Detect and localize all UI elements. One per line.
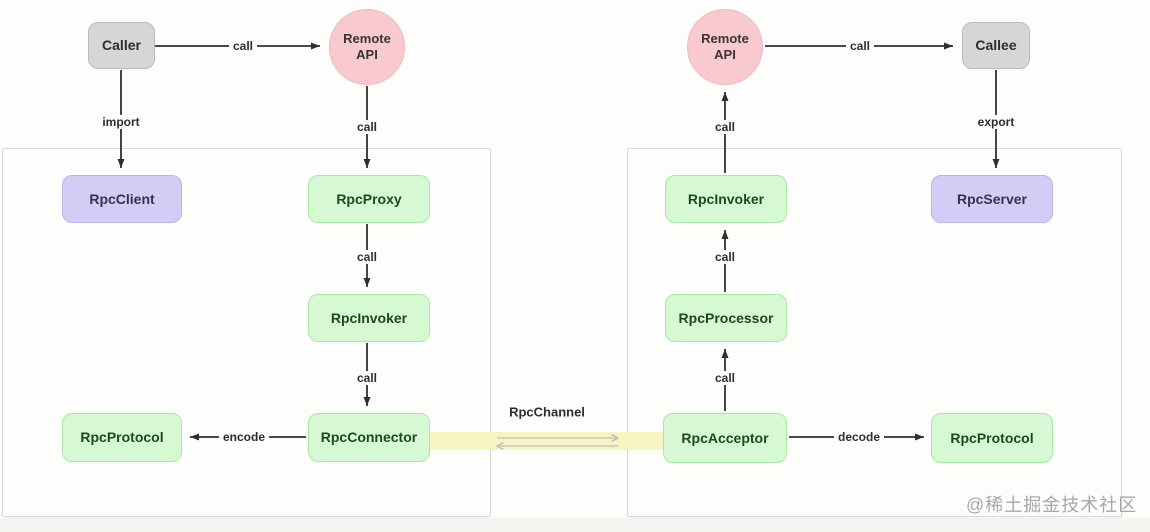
edge-label-export: export [973, 115, 1019, 129]
edge-label-call-caller-remoteapi: call [228, 39, 258, 53]
rpc-channel-label: RpcChannel [509, 404, 585, 420]
edge-label-call-processor-invoker: call [710, 250, 740, 264]
node-rpc-proxy: RpcProxy [308, 175, 430, 223]
edge-label-import: import [98, 115, 144, 129]
edge-label-decode: decode [833, 430, 885, 444]
node-rpc-client: RpcClient [62, 175, 182, 223]
rpc-channel-band [430, 432, 664, 450]
node-caller: Caller [88, 22, 155, 69]
watermark-juejin-community: @稀土掘金技术社区 [966, 495, 1138, 515]
node-rpc-invoker-client: RpcInvoker [308, 294, 430, 342]
node-rpc-protocol-client: RpcProtocol [62, 413, 182, 462]
node-rpc-protocol-server: RpcProtocol [931, 413, 1053, 463]
node-remote-api-client: Remote API [329, 9, 405, 85]
edge-label-call-acceptor-processor: call [710, 371, 740, 385]
node-rpc-invoker-server: RpcInvoker [665, 175, 787, 223]
node-rpc-server: RpcServer [931, 175, 1053, 223]
edge-label-call-proxy-invoker: call [352, 250, 382, 264]
edge-label-call-invoker-connector: call [352, 371, 382, 385]
node-rpc-connector: RpcConnector [308, 413, 430, 462]
edge-label-call-rpcinvoker-remoteapi: call [710, 120, 740, 134]
edge-label-encode: encode [218, 430, 270, 444]
node-callee: Callee [962, 22, 1030, 69]
page-bottom-strip [0, 518, 1150, 532]
edge-label-call-remoteapi-callee: call [845, 39, 875, 53]
node-rpc-processor: RpcProcessor [665, 294, 787, 342]
edge-label-call-remoteapi-rpcproxy: call [352, 120, 382, 134]
node-rpc-acceptor: RpcAcceptor [663, 413, 787, 463]
node-remote-api-server: Remote API [687, 9, 763, 85]
